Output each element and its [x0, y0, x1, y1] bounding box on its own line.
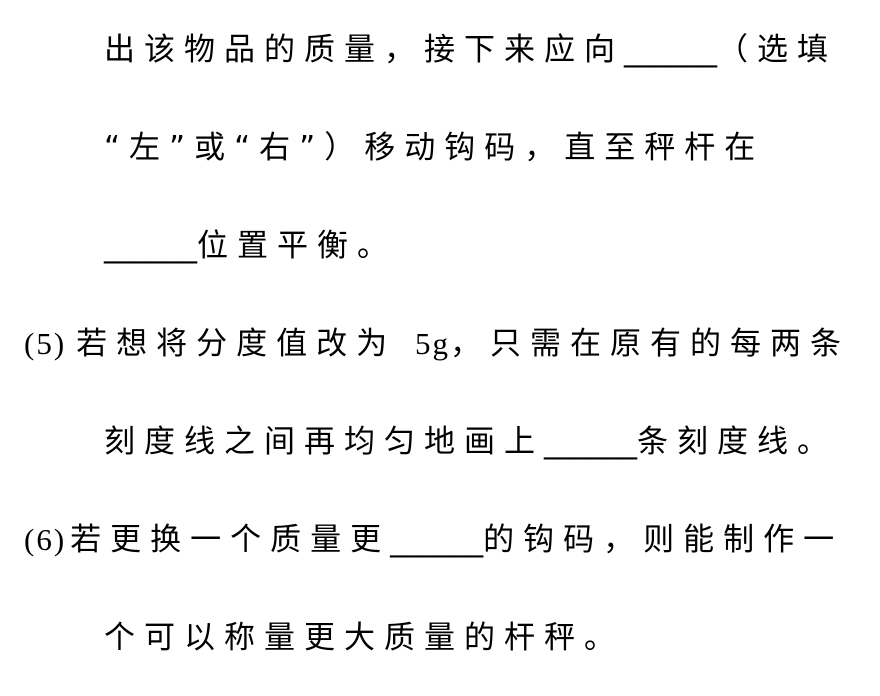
text-line-5: 刻度线之间再均匀地画上______条刻度线。	[104, 422, 837, 462]
line-7-text: 个可以称量更大质量的杆秤。	[104, 620, 624, 656]
line-5-text-a: 刻度线之间再均匀地画上	[104, 424, 544, 460]
text-line-1: 出该物品的质量，接下来应向______（选填	[104, 30, 837, 70]
line-5-text-b: 条刻度线。	[637, 424, 837, 460]
fill-blank-position: ______	[104, 228, 197, 264]
text-line-6: (6)若更换一个质量更______的钩码，则能制作一	[24, 520, 843, 560]
question-number-5: (5)	[24, 326, 67, 361]
line-6-text-a: 若更换一个质量更	[70, 522, 391, 558]
fill-blank-mass: ______	[390, 522, 484, 558]
text-line-4: (5) 若想将分度值改为 5g，只需在原有的每两条	[24, 324, 850, 364]
fill-blank-count: ______	[544, 424, 637, 460]
text-line-3: ______位置平衡。	[104, 226, 397, 266]
line-4-text-a: 若想将分度值改为	[76, 326, 416, 362]
value-5g: 5g	[415, 326, 451, 361]
text-line-7: 个可以称量更大质量的杆秤。	[104, 618, 624, 658]
fill-blank-direction: ______	[624, 32, 717, 68]
line-1-text-a: 出该物品的质量，接下来应向	[104, 32, 624, 68]
line-6-text-b: 的钩码，则能制作一	[483, 522, 844, 558]
line-3-text: 位置平衡。	[197, 228, 397, 264]
line-4-text-b: ，只需在原有的每两条	[450, 326, 851, 362]
question-number-6: (6)	[24, 522, 67, 557]
line-2-text: “左”或“右”）移动钩码，直至秤杆在	[104, 130, 765, 166]
line-1-text-b: （选填	[717, 32, 837, 68]
text-line-2: “左”或“右”）移动钩码，直至秤杆在	[104, 128, 764, 168]
